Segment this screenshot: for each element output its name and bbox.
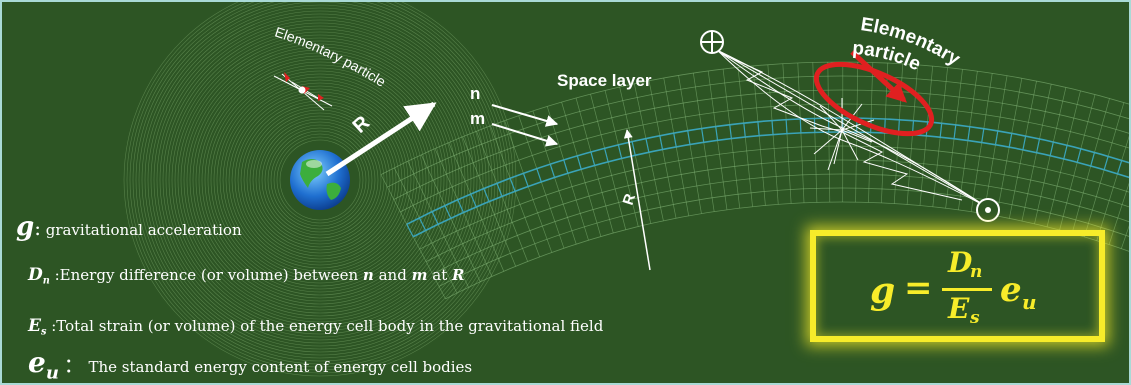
n-arrow — [491, 104, 559, 127]
formula-box: g = D n E s e u — [810, 230, 1105, 342]
space-layer-label: Space layer — [557, 71, 652, 90]
circle-dot-icon — [976, 198, 1000, 222]
dn-symbol: D — [28, 265, 43, 285]
n-label: n — [470, 84, 480, 103]
formula-denominator-subscript: s — [970, 308, 980, 328]
radius-label-right: R — [620, 192, 640, 208]
definition-es: Es :Total strain (or volume) of the ener… — [28, 316, 603, 337]
formula-factor: e — [1000, 270, 1022, 310]
eu-symbol: e — [28, 346, 46, 379]
es-subscript: s — [40, 326, 47, 338]
dn-at: at — [432, 266, 448, 284]
formula-factor-subscript: u — [1022, 290, 1037, 314]
g-separator: : — [34, 216, 41, 240]
formula-lhs: g — [870, 270, 896, 312]
particle-burst — [809, 98, 875, 171]
dn-m: m — [411, 266, 428, 284]
formula-fraction: D n E s — [942, 246, 992, 328]
formula-denominator: E — [948, 292, 970, 325]
formula-equals: = — [904, 268, 933, 308]
circle-cross-icon — [700, 30, 724, 54]
dn-and: and — [378, 266, 407, 284]
radius-arrow-left — [325, 101, 437, 177]
eu-description: The standard energy content of energy ce… — [88, 358, 473, 376]
rotation-ellipse — [813, 61, 935, 137]
space-layer-grid — [380, 61, 1129, 300]
definition-g: g: gravitational acceleration — [16, 212, 242, 242]
elementary-particle-left — [273, 72, 333, 111]
m-arrow — [491, 123, 559, 147]
fraction-bar — [942, 288, 992, 291]
m-label: m — [470, 109, 485, 128]
es-description: :Total strain (or volume) of the energy … — [51, 317, 604, 335]
radius-arrow-right — [623, 129, 651, 271]
rotation-arrow — [850, 50, 907, 103]
formula-numerator: D — [948, 246, 973, 279]
field-lines — [716, 49, 988, 208]
dn-n: n — [362, 266, 374, 284]
eu-subscript: u — [45, 362, 59, 384]
dn-description: :Energy difference (or volume) between — [54, 266, 359, 284]
definition-dn: Dn :Energy difference (or volume) betwee… — [28, 265, 465, 286]
formula-numerator-subscript: n — [970, 262, 983, 282]
earth-icon — [290, 150, 350, 210]
g-description: gravitational acceleration — [45, 221, 242, 239]
g-symbol: g — [16, 212, 35, 242]
es-symbol: E — [28, 316, 41, 336]
dn-subscript: n — [42, 275, 50, 287]
definition-eu: eu ： The standard energy content of ener… — [28, 346, 472, 383]
eu-separator: ： — [63, 353, 84, 377]
dn-r: R — [452, 266, 465, 284]
